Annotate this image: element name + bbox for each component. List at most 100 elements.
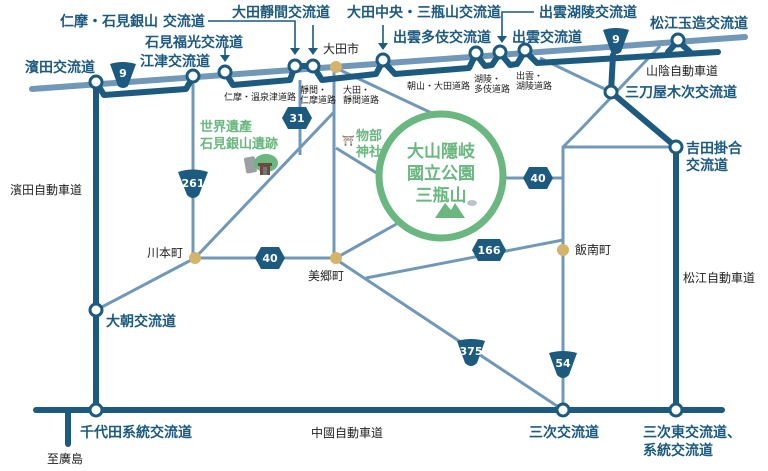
ic-node-asahi[interactable] (88, 302, 104, 318)
arrow-izumo-koryo (501, 11, 534, 38)
label-yoshida-kakeya-ic: 吉田掛合 (686, 140, 743, 157)
label-iwami-fukumitsu-ic: 石見福光交流道 (144, 34, 243, 51)
label-matsue-tamatsukuri-ic: 松江玉造交流道 (650, 15, 748, 32)
town-dot-iinan[interactable] (557, 244, 569, 256)
arrow-head-icon (290, 48, 300, 55)
misato-park-road (335, 220, 401, 260)
label-matsue-expressway: 松江自動車道 (683, 271, 755, 285)
oda-kawamoto-road (193, 110, 336, 260)
label-chugoku-expressway: 中國自動車道 (311, 425, 383, 440)
route-375-line (339, 260, 564, 412)
arrow-nima (208, 20, 296, 52)
route-54-shield: 54 (549, 351, 577, 378)
svg-text:166: 166 (478, 244, 501, 257)
label-oda-shizuma-road-2: 靜間道路 (343, 94, 379, 106)
ic-node-miyoshi-higashi[interactable] (668, 402, 684, 418)
svg-text:9: 9 (612, 33, 620, 46)
label-iinan: 飯南町 (575, 242, 611, 257)
svg-text:三瓶山: 三瓶山 (416, 185, 467, 206)
mountain-icon (435, 203, 465, 218)
label-nima-ic: 仁摩・石見銀山 交流道 (60, 13, 205, 30)
label-world-heritage: 世界遺產 (200, 119, 252, 135)
ic-node-izumo[interactable] (517, 42, 533, 58)
interchange-nodes (88, 32, 686, 418)
svg-text:國立公園: 國立公園 (407, 163, 475, 184)
arrow-head-icon (220, 55, 230, 62)
label-misato: 美郷町 (308, 269, 344, 283)
label-oda-chuo-ic: 大田中央・三瓶山交流道 (347, 4, 501, 21)
label-miyoshi-higashi-ic: 三次東交流道、 (643, 424, 741, 441)
ic-node-chiyoda[interactable] (88, 402, 104, 418)
route-261-shield: 261 (178, 169, 208, 198)
shrine-icon: ⛩ (342, 135, 355, 147)
svg-text:9: 9 (119, 67, 127, 80)
svg-text:375: 375 (460, 345, 483, 358)
heritage-site-icon (244, 154, 278, 175)
label-oda-shizuma-ic: 大田靜間交流道 (232, 4, 330, 21)
ic-node-nima[interactable] (287, 58, 303, 74)
ic-node-oda-chuo[interactable] (375, 52, 391, 68)
cloud-icon (467, 200, 477, 206)
ic-node-iwami-fukumitsu[interactable] (185, 68, 201, 84)
arrow-head-icon (308, 48, 318, 55)
label-shizuma-nima-road-2: 仁摩道路 (300, 94, 336, 106)
label-shizuma-nima-road: 靜間・ (300, 84, 327, 96)
label-hamada-expressway: 濱田自動車道 (10, 183, 82, 197)
ic-node-gotsu[interactable] (217, 64, 233, 80)
ic-node-izumo-taki[interactable] (468, 45, 484, 61)
town-dot-misato[interactable] (330, 252, 342, 264)
town-dot-kawamoto[interactable] (189, 252, 201, 264)
svg-text:261: 261 (182, 177, 205, 190)
label-oda-city: 大田市 (323, 41, 359, 56)
label-mononobe: 物部 (356, 128, 382, 144)
matsue-expressway-line (608, 52, 679, 413)
ic-node-oda-shizuma[interactable] (305, 58, 321, 74)
mitoya-road (561, 44, 662, 149)
route-31-hex: 31 (282, 107, 312, 129)
label-asahi-ic: 大朝交流道 (106, 313, 176, 330)
label-kawamoto: 川本町 (147, 246, 183, 260)
svg-text:31: 31 (289, 112, 304, 125)
expressways (33, 38, 725, 447)
label-nima-yunotsu-road: 仁摩・溫泉津道路 (224, 91, 296, 103)
svg-text:40: 40 (262, 252, 278, 265)
label-mononobe-shrine: 神社 (356, 144, 382, 160)
label-chiyoda-ic: 千代田系統交流道 (80, 424, 192, 441)
label-yoshida-kakeya-ic-2: 交流道 (686, 157, 728, 174)
route-9-shield-west: 9 (110, 62, 136, 88)
label-gotsu-ic: 江津交流道 (140, 53, 210, 70)
ic-node-miyoshi[interactable] (555, 402, 571, 418)
hamada-expressway-line (93, 74, 196, 413)
svg-text:54: 54 (555, 357, 571, 370)
pointer-arrows (208, 11, 534, 62)
label-miyoshi-higashi-ic-2: 系統交流道 (643, 442, 713, 459)
ic-node-matsue-tamatsukuri[interactable] (670, 32, 686, 48)
label-izumo-ic: 出雲交流道 (512, 29, 582, 46)
label-sanin-expressway: 山陰自動車道 (646, 64, 718, 78)
route-54-line (561, 145, 670, 410)
label-koryo-taki-road: 湖陵・ (474, 74, 501, 85)
label-to-hiroshima: 至廣島 (47, 451, 83, 466)
route-375-shield: 375 (457, 339, 485, 366)
ic-node-mitoya-kisuki[interactable] (603, 84, 619, 100)
route-9-shield-east: 9 (603, 28, 629, 54)
label-hamada-ic: 濱田交流道 (25, 59, 95, 76)
label-iwami-ginzan: 石見銀山遺跡 (199, 136, 278, 152)
label-izumo-koryo-ic: 出雲湖陵交流道 (539, 4, 637, 21)
route-shields: 9 9 261 375 54 31 40 40 (110, 28, 629, 378)
sanbesan-national-park[interactable]: 大山隱岐 國立公園 三瓶山 (375, 110, 507, 242)
label-asayama-oda-road: 朝山・大田道路 (407, 80, 470, 92)
svg-text:40: 40 (530, 172, 546, 185)
town-dot-oda[interactable] (330, 61, 342, 73)
label-koryo-taki-road-2: 多伎道路 (474, 83, 510, 95)
label-mitoya-kisuki-ic: 三刀屋木次交流道 (625, 84, 737, 101)
label-izumo-koryo-road: 出雲・ (516, 70, 543, 82)
route-40-hex-west: 40 (255, 247, 285, 269)
label-oda-shizuma-road: 大田・ (343, 84, 370, 96)
label-miyoshi-ic: 三次交流道 (529, 424, 599, 441)
arrow-head-icon (497, 36, 507, 43)
ic-node-hamada[interactable] (88, 74, 104, 90)
ic-node-izumo-koryo[interactable] (492, 44, 508, 60)
ic-node-yoshida-kakeya[interactable] (668, 139, 684, 155)
